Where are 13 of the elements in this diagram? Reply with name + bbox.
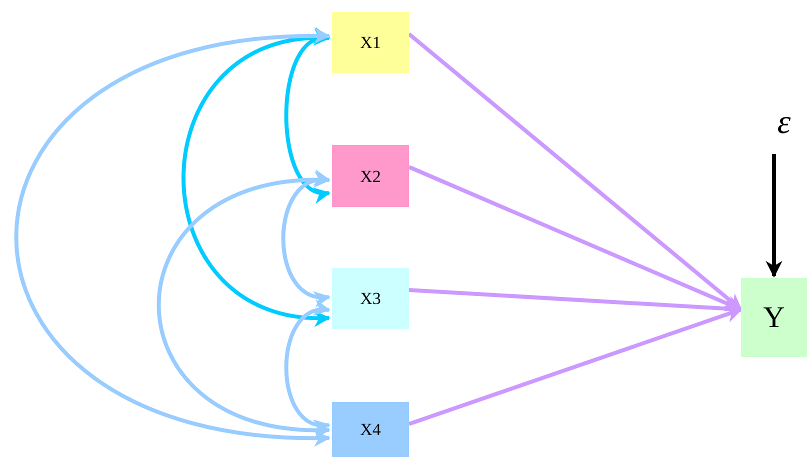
arrow — [182, 30, 331, 326]
error-term: ε — [766, 100, 802, 146]
arrow — [284, 302, 331, 433]
arrow — [157, 172, 331, 438]
variable-box: X3 — [332, 268, 409, 329]
arrow — [14, 28, 331, 446]
arrow — [766, 154, 782, 278]
arrow — [281, 172, 331, 305]
variable-box: X4 — [332, 402, 409, 457]
variable-box: X2 — [332, 145, 409, 207]
arrow — [408, 306, 743, 426]
variable-box: X1 — [332, 12, 409, 73]
outcome-box: Y — [741, 278, 807, 357]
